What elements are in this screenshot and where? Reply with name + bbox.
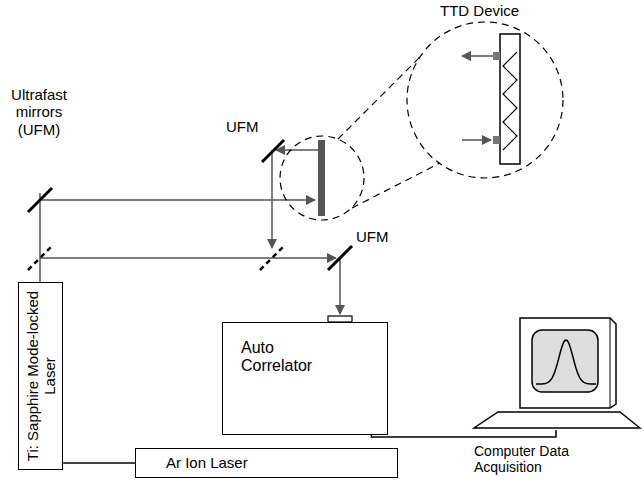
laser-beam <box>39 193 41 282</box>
mirror <box>262 140 284 162</box>
computer-illustration <box>470 312 642 430</box>
mirror <box>28 188 52 212</box>
mirror-label: UFM <box>356 228 396 245</box>
laser-beam <box>40 257 336 259</box>
computer-icon: Computer Data Acquisition <box>470 312 642 430</box>
keyboard <box>474 412 640 428</box>
zoom-line <box>352 163 440 208</box>
coupler <box>493 52 500 60</box>
coupler <box>493 136 500 144</box>
beam-splitter <box>260 246 284 270</box>
zoom-circle <box>407 22 563 178</box>
screen <box>532 330 598 392</box>
ttd-device <box>500 34 520 164</box>
mirror-label: UFM <box>226 118 266 135</box>
zigzag-path <box>503 52 517 150</box>
input-arrow <box>462 139 491 141</box>
laser-beam <box>271 150 273 248</box>
zoom-circle <box>280 136 364 220</box>
monitor <box>520 318 616 408</box>
beam-splitter <box>28 246 52 270</box>
laser-beam <box>276 149 318 151</box>
instrument-box: Auto Correlator <box>222 322 388 435</box>
laser-box: Ti: Sapphire Mode-locked Laser <box>18 282 63 470</box>
connector <box>371 430 556 437</box>
connector <box>63 462 135 464</box>
zoom-line <box>338 57 420 139</box>
laser-box: Ar Ion Laser <box>135 448 398 478</box>
node-text: Auto Correlator <box>223 323 333 376</box>
node-text: Ar Ion Laser <box>136 449 397 471</box>
mirror-label: Ultrafast mirrors (UFM) <box>4 86 74 138</box>
laser-beam <box>339 258 341 314</box>
output-arrow <box>462 55 493 57</box>
laser-beam <box>40 199 315 201</box>
ttd-plate <box>318 140 325 216</box>
node-text: Ti: Sapphire Mode-locked Laser <box>23 288 58 464</box>
gaussian-trace <box>536 340 596 384</box>
device-label: TTD Device <box>440 2 540 19</box>
monitor-edge <box>610 318 611 408</box>
node-text: Computer Data Acquisition <box>474 443 624 475</box>
mirror <box>328 246 352 270</box>
